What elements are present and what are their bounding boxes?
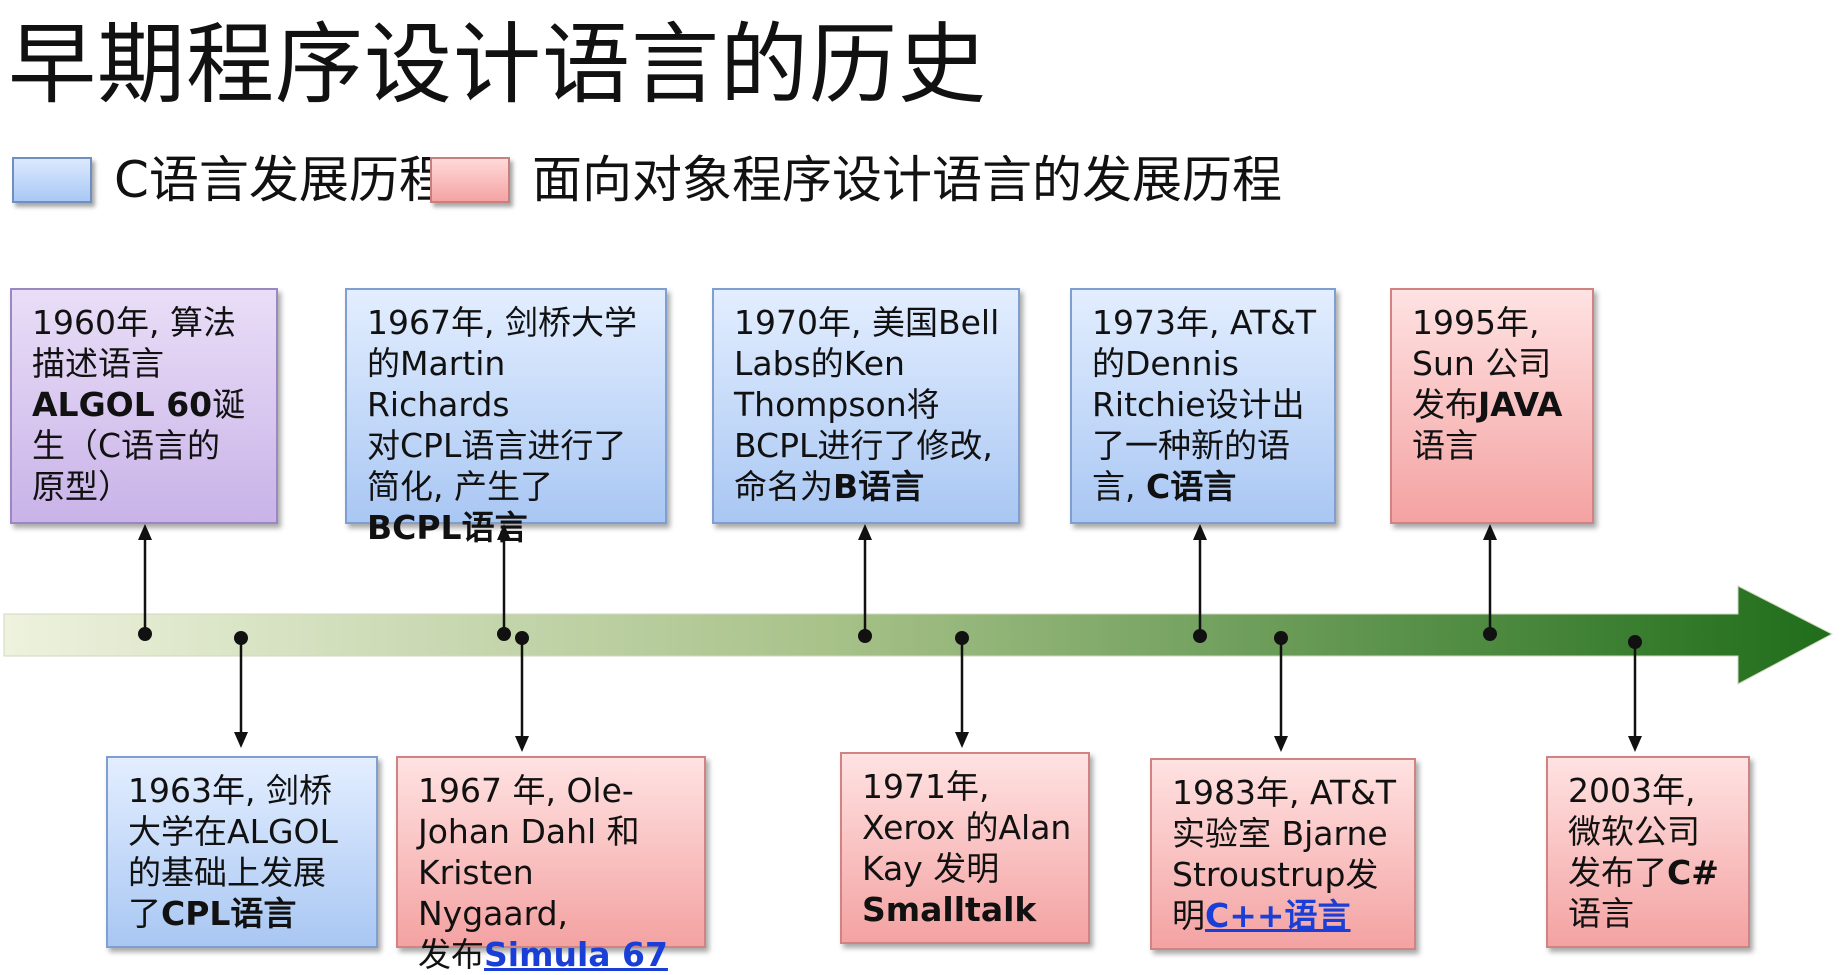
event-1967b-line3: Kristen Nygaard, <box>418 853 569 933</box>
event-box-1995: 1995年, Sun 公司 发布JAVA 语言 <box>1390 288 1594 524</box>
connector-1973 <box>1193 524 1207 643</box>
legend-oop-swatch <box>430 157 510 203</box>
connector-1967b <box>515 631 529 752</box>
event-box-2003: 2003年, 微软公司 发布了C# 语言 <box>1546 756 1750 948</box>
event-1995-line4: 语言 <box>1412 426 1478 465</box>
event-1960-line2: 描述语言 <box>32 344 164 383</box>
event-1995-java: JAVA <box>1478 385 1563 424</box>
event-1973-c-language: C语言 <box>1145 467 1237 506</box>
connector-1967a <box>497 524 511 641</box>
event-1995-line3: 发布JAVA <box>1412 385 1563 424</box>
event-1963-line4: 了CPL语言 <box>128 894 297 933</box>
event-box-1960: 1960年, 算法 描述语言 ALGOL 60诞 生（C语言的 原型） <box>10 288 278 524</box>
event-1967a-line4: 简化, 产生了 <box>367 467 553 506</box>
event-2003-line4: 语言 <box>1568 894 1634 933</box>
event-1963-line1: 1963年, 剑桥 <box>128 771 332 810</box>
legend-c: C语言发展历程 <box>12 150 449 210</box>
event-1970-line2: Labs的Ken <box>734 344 905 383</box>
event-1971-line1: 1971年, <box>862 767 990 806</box>
cpp-language-link[interactable]: C++语言 <box>1205 896 1351 935</box>
event-1973-line4: 了一种新的语 <box>1092 426 1290 465</box>
event-1971-line2: Xerox 的Alan <box>862 808 1072 847</box>
event-1973-line2: 的Dennis <box>1092 344 1239 383</box>
legend-oop-label: 面向对象程序设计语言的发展历程 <box>532 151 1282 209</box>
event-box-1970: 1970年, 美国Bell Labs的Ken Thompson将 BCPL进行了… <box>712 288 1020 524</box>
event-2003-line1: 2003年, <box>1568 771 1696 810</box>
page-title: 早期程序设计语言的历史 <box>8 13 988 116</box>
event-1983-line2: 实验室 Bjarne <box>1172 814 1388 853</box>
event-1967a-line3: 对CPL语言进行了 <box>367 426 627 465</box>
event-1963-cpl: CPL语言 <box>161 894 297 933</box>
event-1971-line4: Smalltalk <box>862 889 1072 930</box>
event-1970-line1: 1970年, 美国Bell <box>734 303 1000 342</box>
event-1960-line1: 1960年, 算法 <box>32 303 236 342</box>
event-1983-line1: 1983年, AT&T <box>1172 773 1397 812</box>
legend-c-label: C语言发展历程 <box>114 151 449 209</box>
event-1960-line4: 生（C语言的 <box>32 426 221 465</box>
connector-1970 <box>858 524 872 643</box>
event-1983-line4: 明C++语言 <box>1172 896 1351 935</box>
connector-1995 <box>1483 524 1497 641</box>
event-1960-line3: ALGOL 60诞 <box>32 385 246 424</box>
event-box-1983: 1983年, AT&T 实验室 Bjarne Stroustrup发 明C++语… <box>1150 758 1416 950</box>
event-1967b-line1: 1967 年, Ole- <box>418 771 634 810</box>
event-box-1967b: 1967 年, Ole- Johan Dahl 和 Kristen Nygaar… <box>396 756 706 974</box>
event-1967b-line4: 发布Simula 67 <box>418 935 668 974</box>
event-box-1967a: 1967年, 剑桥大学 的Martin Richards 对CPL语言进行了 简… <box>345 288 667 547</box>
event-1973-line1: 1973年, AT&T <box>1092 303 1317 342</box>
event-box-1973: 1973年, AT&T 的Dennis Ritchie设计出 了一种新的语 言,… <box>1070 288 1336 524</box>
event-1963-line2: 大学在ALGOL <box>128 812 338 851</box>
connector-1971 <box>955 631 969 748</box>
event-1971-line3: Kay 发明 <box>862 849 1000 888</box>
event-1973-line5: 言, C语言 <box>1092 467 1237 506</box>
connector-1960 <box>138 524 152 641</box>
timeline-arrow <box>3 585 1834 685</box>
event-1970-line3: Thompson将 <box>734 385 940 424</box>
event-1960-algol: ALGOL 60 <box>32 385 213 424</box>
legend-oop: 面向对象程序设计语言的发展历程 <box>430 150 1282 210</box>
event-1963-line3: 的基础上发展 <box>128 853 326 892</box>
event-1970-line4: BCPL进行了修改, <box>734 426 993 465</box>
event-1967b-line2: Johan Dahl 和 <box>418 812 640 851</box>
event-1967a-bcpl: BCPL语言 <box>367 508 528 547</box>
simula-67-link[interactable]: Simula 67 <box>484 935 668 974</box>
event-2003-line3: 发布了C# <box>1568 853 1719 892</box>
event-box-1971: 1971年, Xerox 的Alan Kay 发明 Smalltalk <box>840 752 1090 944</box>
event-1971-smalltalk: Smalltalk <box>862 890 1037 929</box>
connector-2003 <box>1628 635 1642 752</box>
event-2003-csharp: C# <box>1667 853 1719 892</box>
event-1967a-line5: BCPL语言 <box>367 507 649 548</box>
connector-1963 <box>234 631 248 748</box>
event-box-1963: 1963年, 剑桥 大学在ALGOL 的基础上发展 了CPL语言 <box>106 756 378 948</box>
event-1970-line5: 命名为B语言 <box>734 467 925 506</box>
event-1970-b-language: B语言 <box>833 467 925 506</box>
event-2003-line2: 微软公司 <box>1568 812 1700 851</box>
event-1995-line2: Sun 公司 <box>1412 344 1552 383</box>
connector-1983 <box>1274 631 1288 752</box>
event-1983-line3: Stroustrup发 <box>1172 855 1379 894</box>
event-1967a-line2: 的Martin Richards <box>367 344 510 424</box>
event-1960-line5: 原型） <box>32 467 131 506</box>
event-1973-line3: Ritchie设计出 <box>1092 385 1305 424</box>
event-1967a-line1: 1967年, 剑桥大学 <box>367 303 637 342</box>
event-1995-line1: 1995年, <box>1412 303 1540 342</box>
legend-c-swatch <box>12 157 92 203</box>
